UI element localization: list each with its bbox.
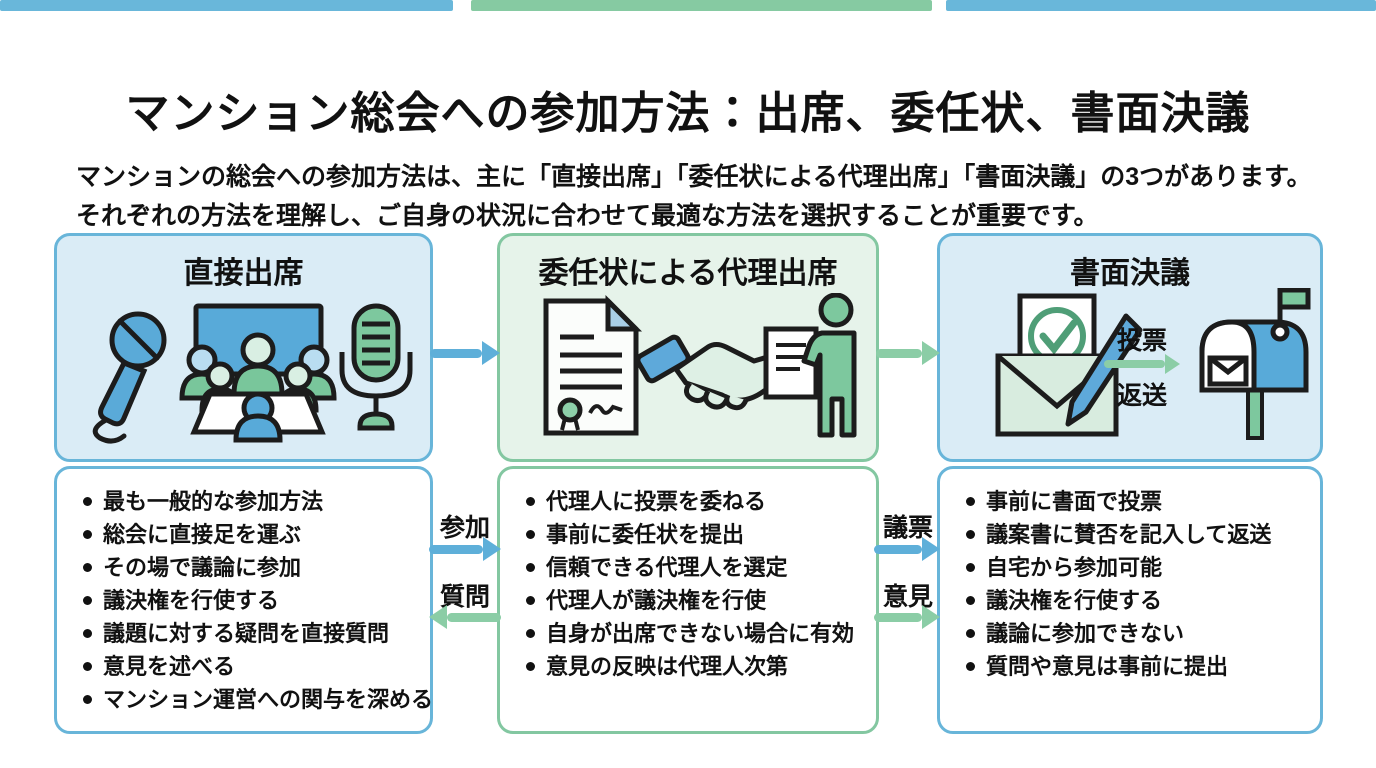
question-flow-label: 質問: [439, 583, 490, 611]
column-title-written: 書面決議: [1070, 257, 1190, 290]
list-item: 議論に参加できない: [962, 617, 1314, 650]
vote-label: 投票: [1116, 327, 1167, 355]
list-item: 意見の反映は代理人次第: [522, 650, 870, 683]
page-title: マンション総会への参加方法：出席、委任状、書面決議: [125, 89, 1251, 139]
proxy-scene-icon: [543, 293, 857, 438]
top-accent-bar-left: [0, 0, 453, 11]
attend-flow-arrow: [429, 537, 501, 561]
handheld-microphone-icon: [92, 311, 167, 444]
opinion-flow-arrow: [874, 605, 940, 629]
list-item: 総会に直接足を運ぶ: [79, 518, 424, 551]
intro-text: マンションの総会への参加方法は、主に「直接出席」「委任状による代理出席」「書面決…: [76, 163, 1312, 230]
stand-microphone-icon: [339, 303, 413, 431]
column-title-direct: 直接出席: [183, 257, 304, 290]
attend-flow-label: 参加: [439, 514, 490, 542]
written-resolution-list: 事前に書面で投票議案書に賛否を記入して返送自宅から参加可能議決権を行使する議論に…: [940, 469, 1320, 683]
ballot-flow-arrow: [874, 537, 940, 561]
proxy-certificate-icon: [543, 294, 643, 436]
envelope-ballot-pen-icon: [995, 293, 1143, 437]
list-item: 代理人に投票を委ねる: [522, 485, 870, 518]
top-accent-bar-right: [946, 0, 1376, 11]
direct-attendance-list-card: 最も一般的な参加方法総会に直接足を運ぶその場で議論に参加議決権を行使する議題に対…: [54, 466, 433, 734]
list-item: 意見を述べる: [79, 650, 424, 683]
arrow-direct-to-proxy: [430, 341, 500, 365]
list-item: 代理人が議決権を行使: [522, 584, 870, 617]
list-item: その場で議論に参加: [79, 551, 424, 584]
list-item: 事前に書面で投票: [962, 485, 1314, 518]
vote-return-arrow: [1104, 354, 1180, 374]
question-flow-arrow: [429, 605, 501, 629]
list-item: 最も一般的な参加方法: [79, 485, 424, 518]
list-item: 議題に対する疑問を直接質問: [79, 617, 424, 650]
list-item: 事前に委任状を提出: [522, 518, 870, 551]
list-item: 議決権を行使する: [962, 584, 1314, 617]
arrow-proxy-to-written: [876, 341, 940, 365]
list-item: 信頼できる代理人を選定: [522, 551, 870, 584]
person-with-document-icon: [763, 293, 857, 438]
list-item: 議決権を行使する: [79, 584, 424, 617]
send-back-label: 返送: [1116, 382, 1167, 410]
proxy-attendance-list: 代理人に投票を委ねる事前に委任状を提出信頼できる代理人を選定代理人が議決権を行使…: [500, 469, 876, 683]
mailbox-icon: [1199, 288, 1311, 440]
written-resolution-list-card: 事前に書面で投票議案書に賛否を記入して返送自宅から参加可能議決権を行使する議論に…: [937, 466, 1323, 734]
list-item: 自宅から参加可能: [962, 551, 1314, 584]
direct-attendance-list: 最も一般的な参加方法総会に直接足を運ぶその場で議論に参加議決権を行使する議題に対…: [57, 469, 433, 716]
proxy-attendance-list-card: 代理人に投票を委ねる事前に委任状を提出信頼できる代理人を選定代理人が議決権を行使…: [497, 466, 879, 734]
list-item: 議案書に賛否を記入して返送: [962, 518, 1314, 551]
top-accent-bar-center: [471, 0, 932, 11]
column-title-proxy: 委任状による代理出席: [538, 257, 838, 290]
meeting-table-people-icon: [179, 303, 337, 443]
list-item: マンション運営への関与を深める: [79, 683, 433, 716]
list-item: 質問や意見は事前に提出: [962, 650, 1314, 683]
list-item: 自身が出席できない場合に有効: [522, 617, 870, 650]
meeting-scene-icon: [92, 303, 413, 444]
